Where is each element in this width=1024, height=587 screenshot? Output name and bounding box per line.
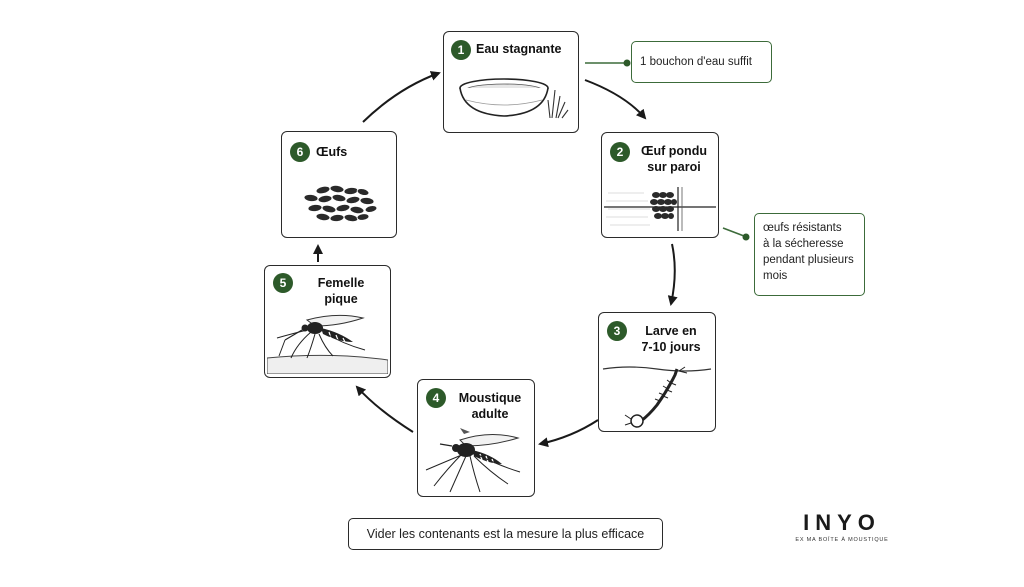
step-4-badge: 4: [426, 388, 446, 408]
step-5-title-line-1: Femelle: [317, 276, 365, 290]
step-3-card: 3 Larve en 7-10 jours: [598, 312, 716, 432]
larva-icon: [602, 366, 712, 428]
note-resistant-line-3: pendant plusieurs: [763, 254, 854, 266]
note-bottle-cap-text: 1 bouchon d'eau suffit: [640, 56, 752, 68]
step-3-badge: 3: [607, 321, 627, 341]
note-resistant-line-4: mois: [763, 270, 788, 282]
step-6-badge: 6: [290, 142, 310, 162]
note-bottle-cap: 1 bouchon d'eau suffit: [631, 41, 772, 83]
step-2-card: 2 Œuf pondu sur paroi: [601, 132, 719, 238]
arrow-3-to-4: [538, 419, 599, 448]
step-4-title-line-1: Moustique: [458, 391, 522, 405]
eggs-cluster-icon: [303, 184, 378, 223]
step-3-title-line-1: Larve en: [645, 324, 697, 338]
step-6-title: Œufs: [316, 145, 348, 159]
step-6-card: 6 Œufs: [281, 131, 397, 238]
arrow-4-to-5: [355, 385, 414, 433]
bowl-of-water-icon: [459, 78, 569, 119]
arrow-6-to-1: [362, 71, 441, 123]
advice-banner: Vider les contenants est la mesure la pl…: [348, 518, 663, 550]
step-1-title: Eau stagnante: [476, 42, 562, 56]
step-1-badge: 1: [451, 40, 471, 60]
note-resistant-line-1: œufs résistants: [763, 222, 842, 234]
step-3-title-line-2: 7-10 jours: [641, 340, 701, 354]
advice-banner-text: Vider les contenants est la mesure la pl…: [366, 527, 645, 541]
mosquito-icon: [425, 428, 521, 493]
step-4-card: 4 Moustique adulte: [417, 379, 535, 497]
arrow-1-to-2: [584, 79, 647, 120]
step-4-title-line-2: adulte: [471, 407, 509, 421]
note-connector-dot-1: [623, 59, 631, 67]
step-1-card: 1 Eau stagnante: [443, 31, 579, 133]
note-resistant-line-2: à la sécheresse: [763, 238, 844, 250]
brand-logo: INYO EX MA BOÎTE À MOUSTIQUE: [790, 510, 894, 544]
note-resistant-eggs: œufs résistants à la sécheresse pendant …: [754, 213, 865, 296]
note-connector-dot-2: [742, 233, 750, 241]
step-5-card: 5 Femelle pique: [264, 265, 391, 378]
note-connector-2: [722, 227, 745, 237]
eggs-on-wall-icon: [604, 187, 716, 233]
step-2-title-line-2: sur paroi: [647, 160, 701, 174]
brand-logo-wordmark: INYO: [803, 510, 881, 535]
mosquito-biting-icon: [267, 314, 388, 374]
step-5-badge: 5: [273, 273, 293, 293]
step-2-title-line-1: Œuf pondu: [641, 144, 707, 158]
step-2-badge: 2: [610, 142, 630, 162]
step-5-title-line-2: pique: [324, 292, 358, 306]
brand-tagline: EX MA BOÎTE À MOUSTIQUE: [795, 537, 889, 543]
arrow-2-to-3: [667, 243, 678, 306]
